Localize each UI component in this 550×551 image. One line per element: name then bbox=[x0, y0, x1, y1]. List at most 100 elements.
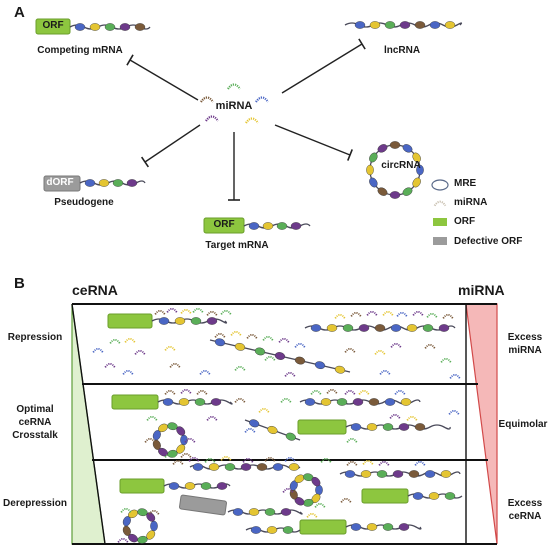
inhibit-lncrna-arrow-bar bbox=[358, 38, 366, 50]
mirna-glyph bbox=[306, 512, 318, 518]
mirna-glyph bbox=[166, 307, 178, 313]
mirna-glyph bbox=[426, 312, 438, 318]
mirna-glyph bbox=[92, 347, 104, 353]
inhibit-lncrna-arrow bbox=[281, 43, 363, 94]
circrna-label: circRNA bbox=[381, 160, 421, 171]
mre-bead bbox=[350, 423, 362, 431]
mirna-glyph bbox=[414, 460, 426, 466]
mirna-glyph bbox=[172, 459, 184, 465]
mirna-glyph bbox=[122, 369, 134, 375]
mirna-glyph bbox=[440, 357, 452, 363]
mre-bead bbox=[232, 508, 244, 516]
row-3-right-label: Excess ceRNA bbox=[507, 498, 543, 522]
mirna-glyph bbox=[246, 333, 258, 339]
mirna-glyph bbox=[164, 389, 176, 395]
mre-bead bbox=[412, 492, 424, 500]
mre-bead bbox=[274, 352, 286, 360]
cerna-header: ceRNA bbox=[72, 282, 118, 298]
mre-bead bbox=[398, 423, 410, 431]
panel-b-letter: B bbox=[14, 275, 25, 292]
mre-bead bbox=[174, 317, 186, 325]
mre-bead bbox=[264, 508, 276, 516]
mre-bead bbox=[214, 338, 226, 347]
mre-bead bbox=[250, 526, 262, 534]
mirna-glyph bbox=[104, 362, 116, 368]
mre-bead bbox=[400, 398, 412, 406]
mre-bead bbox=[350, 523, 362, 531]
mirna-glyph bbox=[164, 452, 176, 458]
mirna-glyph bbox=[362, 459, 374, 465]
mre-icon bbox=[431, 179, 449, 191]
mre-bead bbox=[334, 365, 346, 374]
mirna-glyph bbox=[180, 308, 192, 314]
mre-bead bbox=[194, 398, 206, 406]
legend-orf-label: ORF bbox=[454, 216, 476, 227]
mirna-glyph bbox=[204, 457, 216, 463]
mre-bead bbox=[304, 398, 316, 406]
mirna-glyph bbox=[280, 397, 292, 403]
mre-bead bbox=[408, 470, 420, 478]
dorf-box bbox=[43, 175, 81, 192]
legend-defective-orf-label: Defective ORF bbox=[454, 236, 523, 247]
mirna-glyph bbox=[120, 507, 132, 513]
mre-bead bbox=[398, 523, 410, 531]
mre-bead bbox=[366, 423, 378, 431]
mre-bead bbox=[262, 222, 274, 230]
mirna-glyph bbox=[320, 457, 332, 463]
mre-bead bbox=[89, 23, 101, 31]
mre-bead bbox=[440, 470, 452, 478]
mre-bead bbox=[384, 21, 396, 29]
mirna-glyph bbox=[109, 338, 121, 344]
mirna-glyph bbox=[314, 502, 326, 508]
mirna-glyph bbox=[206, 310, 218, 316]
mirna-glyph bbox=[378, 460, 390, 466]
mirna-glyph bbox=[396, 311, 408, 317]
mirna-glyph bbox=[154, 309, 166, 315]
mre-bead bbox=[206, 317, 218, 325]
mirna-glyph bbox=[379, 369, 391, 375]
mre-bead bbox=[234, 342, 246, 351]
mre-bead bbox=[74, 23, 86, 31]
mirna-glyph bbox=[234, 365, 246, 371]
mirna-glyph bbox=[284, 371, 296, 377]
mre-bead bbox=[208, 463, 220, 471]
mre-bead bbox=[360, 470, 372, 478]
mre-bead bbox=[414, 21, 426, 29]
row2-mrna-strand-2 bbox=[345, 424, 451, 430]
mirna-glyph bbox=[406, 415, 418, 421]
mre-bead bbox=[376, 470, 388, 478]
mirna-glyph bbox=[412, 310, 424, 316]
mre-bead bbox=[280, 508, 292, 516]
mirna-glyph bbox=[214, 332, 226, 338]
row-2-left-label: Optimal ceRNA Crosstalk bbox=[12, 404, 58, 441]
mre-bead bbox=[266, 526, 278, 534]
mre-bead bbox=[358, 324, 370, 332]
mre-bead bbox=[98, 179, 110, 187]
mre-bead bbox=[158, 317, 170, 325]
mirna-glyph bbox=[206, 415, 218, 421]
mirna-glyph bbox=[358, 389, 370, 395]
inhibit-circrna-arrow bbox=[274, 124, 351, 156]
mre-bead bbox=[366, 523, 378, 531]
orf-icon bbox=[433, 218, 447, 226]
mirna-glyph bbox=[346, 460, 358, 466]
mirna-glyph bbox=[124, 337, 136, 343]
mre-bead bbox=[384, 398, 396, 406]
mre-bead bbox=[402, 187, 413, 196]
mre-bead bbox=[422, 324, 434, 332]
mirna-glyph bbox=[394, 389, 406, 395]
panel-b-left-border bbox=[71, 303, 106, 545]
mirna-glyph bbox=[340, 497, 352, 503]
mre-bead bbox=[224, 463, 236, 471]
mre-bead bbox=[389, 141, 401, 149]
mirna-glyph bbox=[442, 313, 454, 319]
target-mrna-label: Target mRNA bbox=[205, 240, 269, 251]
mre-bead bbox=[336, 398, 348, 406]
mre-bead bbox=[429, 21, 441, 29]
mre-bead bbox=[366, 164, 374, 176]
mre-bead bbox=[162, 398, 174, 406]
mre-bead bbox=[256, 463, 268, 471]
mre-bead bbox=[444, 21, 456, 29]
mre-bead bbox=[192, 463, 204, 471]
mre-bead bbox=[374, 324, 386, 332]
